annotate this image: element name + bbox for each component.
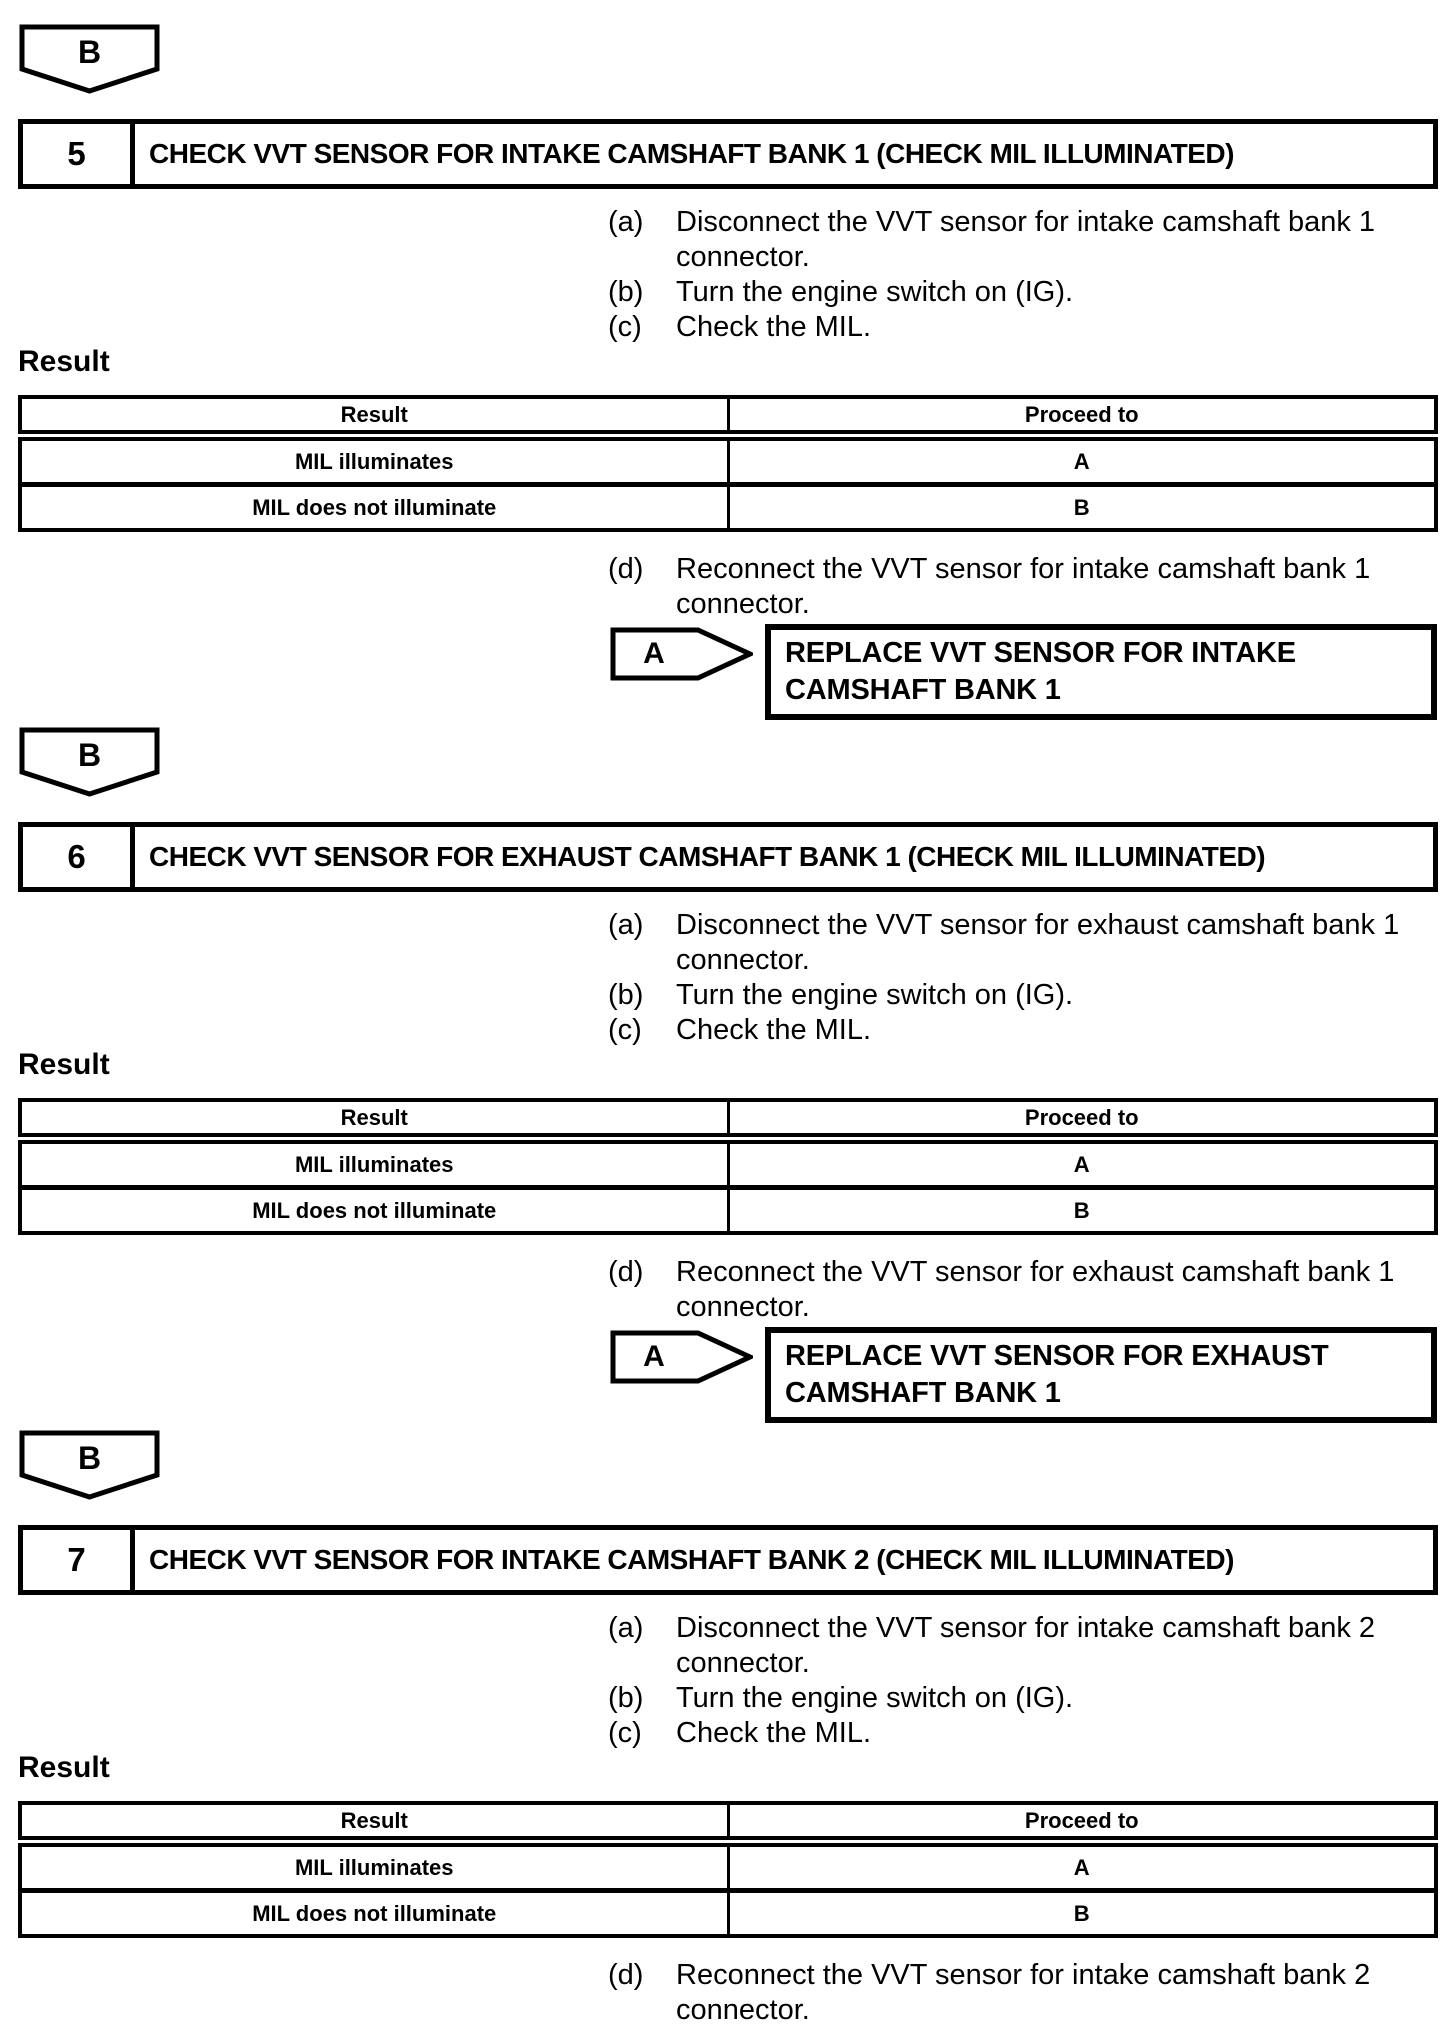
result-table: Result Proceed to MIL illuminates A MIL … xyxy=(18,1098,1438,1235)
action-text: REPLACE VVT SENSOR FOR EXHAUST CAMSHAFT … xyxy=(785,1340,1329,1409)
connector-label: B xyxy=(77,33,102,70)
table-row: MIL illuminates A xyxy=(20,1841,1436,1891)
procedure-step: (d) Reconnect the VVT sensor for intake … xyxy=(608,1958,1438,2028)
step-text: Check the MIL. xyxy=(676,311,872,343)
result-cell: MIL does not illuminate xyxy=(20,1185,730,1233)
step-text: Turn the engine switch on (IG). xyxy=(676,1682,1074,1714)
pentagon-down-icon xyxy=(19,1430,160,1500)
section-number: 7 xyxy=(23,1530,135,1590)
section-header: 5 CHECK VVT SENSOR FOR INTAKE CAMSHAFT B… xyxy=(18,119,1438,189)
step-text: Disconnect the VVT sensor for intake cam… xyxy=(676,206,1376,273)
section-number: 5 xyxy=(23,124,135,184)
proceed-cell: B xyxy=(728,482,1436,530)
procedure-step: (b) Turn the engine switch on (IG). xyxy=(608,1681,1438,1716)
table-row: MIL does not illuminate B xyxy=(20,482,1436,530)
flow-connector-a-icon: A xyxy=(610,627,753,681)
connector-label: A xyxy=(643,1340,665,1373)
section-number: 6 xyxy=(23,827,135,887)
result-heading: Result xyxy=(18,345,110,378)
connector-label: B xyxy=(77,1439,102,1476)
step-marker: (a) xyxy=(608,1612,644,1644)
proceed-cell: A xyxy=(1073,1854,1090,1880)
procedure-steps: (a) Disconnect the VVT sensor for intake… xyxy=(608,205,1438,345)
column-header-result: Result xyxy=(20,1803,730,1847)
result-table: Result Proceed to MIL illuminates A MIL … xyxy=(18,395,1438,532)
step-marker: (a) xyxy=(608,909,644,941)
proceed-cell: A xyxy=(1073,448,1090,474)
action-row: A REPLACE VVT SENSOR FOR EXHAUST CAMSHAF… xyxy=(610,1327,1438,1423)
section-header: 7 CHECK VVT SENSOR FOR INTAKE CAMSHAFT B… xyxy=(18,1525,1438,1595)
column-header-proceed-to: Proceed to xyxy=(728,1100,1436,1144)
step-marker: (d) xyxy=(608,1959,644,1991)
section-title: CHECK VVT SENSOR FOR INTAKE CAMSHAFT BAN… xyxy=(149,138,1234,169)
step-marker: (d) xyxy=(608,553,644,585)
flow-connector-b-icon: B xyxy=(19,727,160,797)
step-text: Reconnect the VVT sensor for intake cams… xyxy=(676,553,1371,620)
result-table: Result Proceed to MIL illuminates A MIL … xyxy=(18,1801,1438,1938)
procedure-steps: (a) Disconnect the VVT sensor for exhaus… xyxy=(608,908,1438,1048)
step-text: Reconnect the VVT sensor for intake cams… xyxy=(676,1959,1371,2026)
step-text: Turn the engine switch on (IG). xyxy=(676,979,1074,1011)
step-marker: (b) xyxy=(608,276,644,308)
pentagon-right-icon xyxy=(610,627,753,681)
action-row: A REPLACE VVT SENSOR FOR INTAKE CAMSHAFT… xyxy=(610,624,1438,720)
column-header-result: Result xyxy=(20,1100,730,1144)
step-text: Disconnect the VVT sensor for exhaust ca… xyxy=(676,909,1400,976)
column-header-proceed-to: Proceed to xyxy=(728,397,1436,441)
procedure-step: (a) Disconnect the VVT sensor for exhaus… xyxy=(608,908,1438,978)
procedure-step: (a) Disconnect the VVT sensor for intake… xyxy=(608,205,1438,275)
step-text: Check the MIL. xyxy=(676,1014,872,1046)
action-text: REPLACE VVT SENSOR FOR INTAKE CAMSHAFT B… xyxy=(785,637,1296,706)
step-text: Disconnect the VVT sensor for intake cam… xyxy=(676,1612,1376,1679)
table-row: MIL illuminates A xyxy=(20,1138,1436,1188)
column-header-result: Result xyxy=(20,397,730,441)
flow-connector-b-icon: B xyxy=(19,1430,160,1500)
pentagon-down-icon xyxy=(19,727,160,797)
result-cell: MIL does not illuminate xyxy=(20,1888,730,1936)
connector-label: A xyxy=(643,637,665,670)
result-heading: Result xyxy=(18,1048,110,1081)
procedure-steps: (a) Disconnect the VVT sensor for intake… xyxy=(608,1611,1438,1751)
result-heading: Result xyxy=(18,1751,110,1784)
step-text: Turn the engine switch on (IG). xyxy=(676,276,1074,308)
section-header: 6 CHECK VVT SENSOR FOR EXHAUST CAMSHAFT … xyxy=(18,822,1438,892)
table-row: MIL illuminates A xyxy=(20,435,1436,485)
result-cell: MIL illuminates xyxy=(20,435,730,485)
result-cell: MIL illuminates xyxy=(20,1841,730,1891)
proceed-cell: B xyxy=(728,1888,1436,1936)
table-row: MIL does not illuminate B xyxy=(20,1185,1436,1233)
result-cell: MIL illuminates xyxy=(20,1138,730,1188)
step-marker: (a) xyxy=(608,206,644,238)
section-title: CHECK VVT SENSOR FOR INTAKE CAMSHAFT BAN… xyxy=(149,1544,1234,1575)
flow-connector-b-icon: B xyxy=(19,24,160,94)
proceed-cell: B xyxy=(728,1185,1436,1233)
pentagon-down-icon xyxy=(19,24,160,94)
column-header-proceed-to: Proceed to xyxy=(728,1803,1436,1847)
procedure-step: (b) Turn the engine switch on (IG). xyxy=(608,275,1438,310)
step-marker: (c) xyxy=(608,1717,642,1749)
step-text: Reconnect the VVT sensor for exhaust cam… xyxy=(676,1256,1395,1323)
result-cell: MIL does not illuminate xyxy=(20,482,730,530)
step-marker: (c) xyxy=(608,311,642,343)
procedure-step: (d) Reconnect the VVT sensor for intake … xyxy=(608,552,1438,622)
step-marker: (b) xyxy=(608,979,644,1011)
procedure-step: (d) Reconnect the VVT sensor for exhaust… xyxy=(608,1255,1438,1325)
step-marker: (c) xyxy=(608,1014,642,1046)
step-marker: (b) xyxy=(608,1682,644,1714)
table-row: MIL does not illuminate B xyxy=(20,1888,1436,1936)
flow-connector-a-icon: A xyxy=(610,1330,753,1384)
procedure-step: (c) Check the MIL. xyxy=(608,1013,1438,1048)
action-box: REPLACE VVT SENSOR FOR INTAKE CAMSHAFT B… xyxy=(765,624,1437,720)
action-box: REPLACE VVT SENSOR FOR EXHAUST CAMSHAFT … xyxy=(765,1327,1437,1423)
procedure-step: (a) Disconnect the VVT sensor for intake… xyxy=(608,1611,1438,1681)
section-title: CHECK VVT SENSOR FOR EXHAUST CAMSHAFT BA… xyxy=(149,841,1266,872)
step-text: Check the MIL. xyxy=(676,1717,872,1749)
proceed-cell: A xyxy=(1073,1151,1090,1177)
procedure-step: (c) Check the MIL. xyxy=(608,1716,1438,1751)
procedure-step: (b) Turn the engine switch on (IG). xyxy=(608,978,1438,1013)
pentagon-right-icon xyxy=(610,1330,753,1384)
step-marker: (d) xyxy=(608,1256,644,1288)
procedure-step: (c) Check the MIL. xyxy=(608,310,1438,345)
connector-label: B xyxy=(77,736,102,773)
